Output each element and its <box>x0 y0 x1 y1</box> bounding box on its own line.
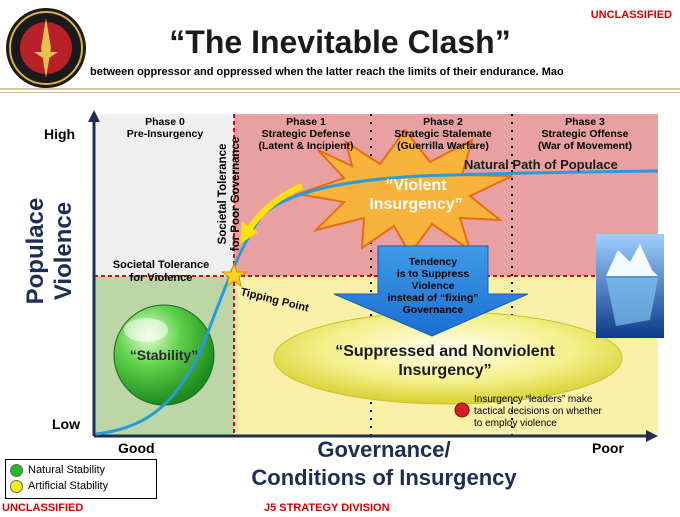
leaders-note: Insurgency “leaders” make tactical decis… <box>474 394 602 429</box>
violent-insurgency-label: “Violent Insurgency” <box>369 177 463 213</box>
y-axis-label: Populace Violence <box>22 197 77 305</box>
stability-label: “Stability” <box>129 347 199 363</box>
tendency-arrow <box>333 245 529 337</box>
division-label: J5 STRATEGY DIVISION <box>264 502 390 514</box>
legend-item: Natural Stability <box>6 462 156 478</box>
tolerance-violence-label: Societal Tolerance for Violence <box>112 259 210 284</box>
natural-path-label: Natural Path of Populace <box>464 157 618 172</box>
y-axis-low: Low <box>52 416 80 432</box>
violent-insurgency-burst <box>294 128 513 256</box>
seal-icon <box>6 8 86 88</box>
y-axis-arrow <box>88 110 100 122</box>
classification-bottom: UNCLASSIFIED <box>2 502 84 514</box>
x-axis-label: Governance/ Conditions of Insurgency <box>251 437 517 490</box>
header-divider <box>0 92 680 93</box>
page-title: “The Inevitable Clash” <box>169 24 511 60</box>
legend-item: Artificial Stability <box>6 478 156 494</box>
tendency-label: Tendency is to Suppress Violence instead… <box>387 256 479 316</box>
suppressed-label: “Suppressed and Nonviolent Insurgency” <box>335 343 555 379</box>
y-axis-high: High <box>44 126 76 142</box>
legend: Natural Stability Artificial Stability <box>5 459 157 499</box>
tipping-point-star <box>220 262 248 288</box>
classification-top: UNCLASSIFIED <box>590 9 672 21</box>
header-divider <box>0 88 680 90</box>
yellow-dot-icon <box>10 479 23 493</box>
phase0-region <box>94 114 234 276</box>
x-axis-poor: Poor <box>592 440 624 456</box>
x-axis-good: Good <box>118 440 155 456</box>
tolerance-governance-label: Societal Tolerance for Poor Governance <box>217 136 242 252</box>
green-dot-icon <box>10 463 23 477</box>
yellow-arrow <box>247 183 304 230</box>
x-axis-arrow <box>646 430 658 442</box>
page-subtitle: between oppressor and oppressed when the… <box>90 66 564 78</box>
leaders-dot <box>454 402 470 418</box>
